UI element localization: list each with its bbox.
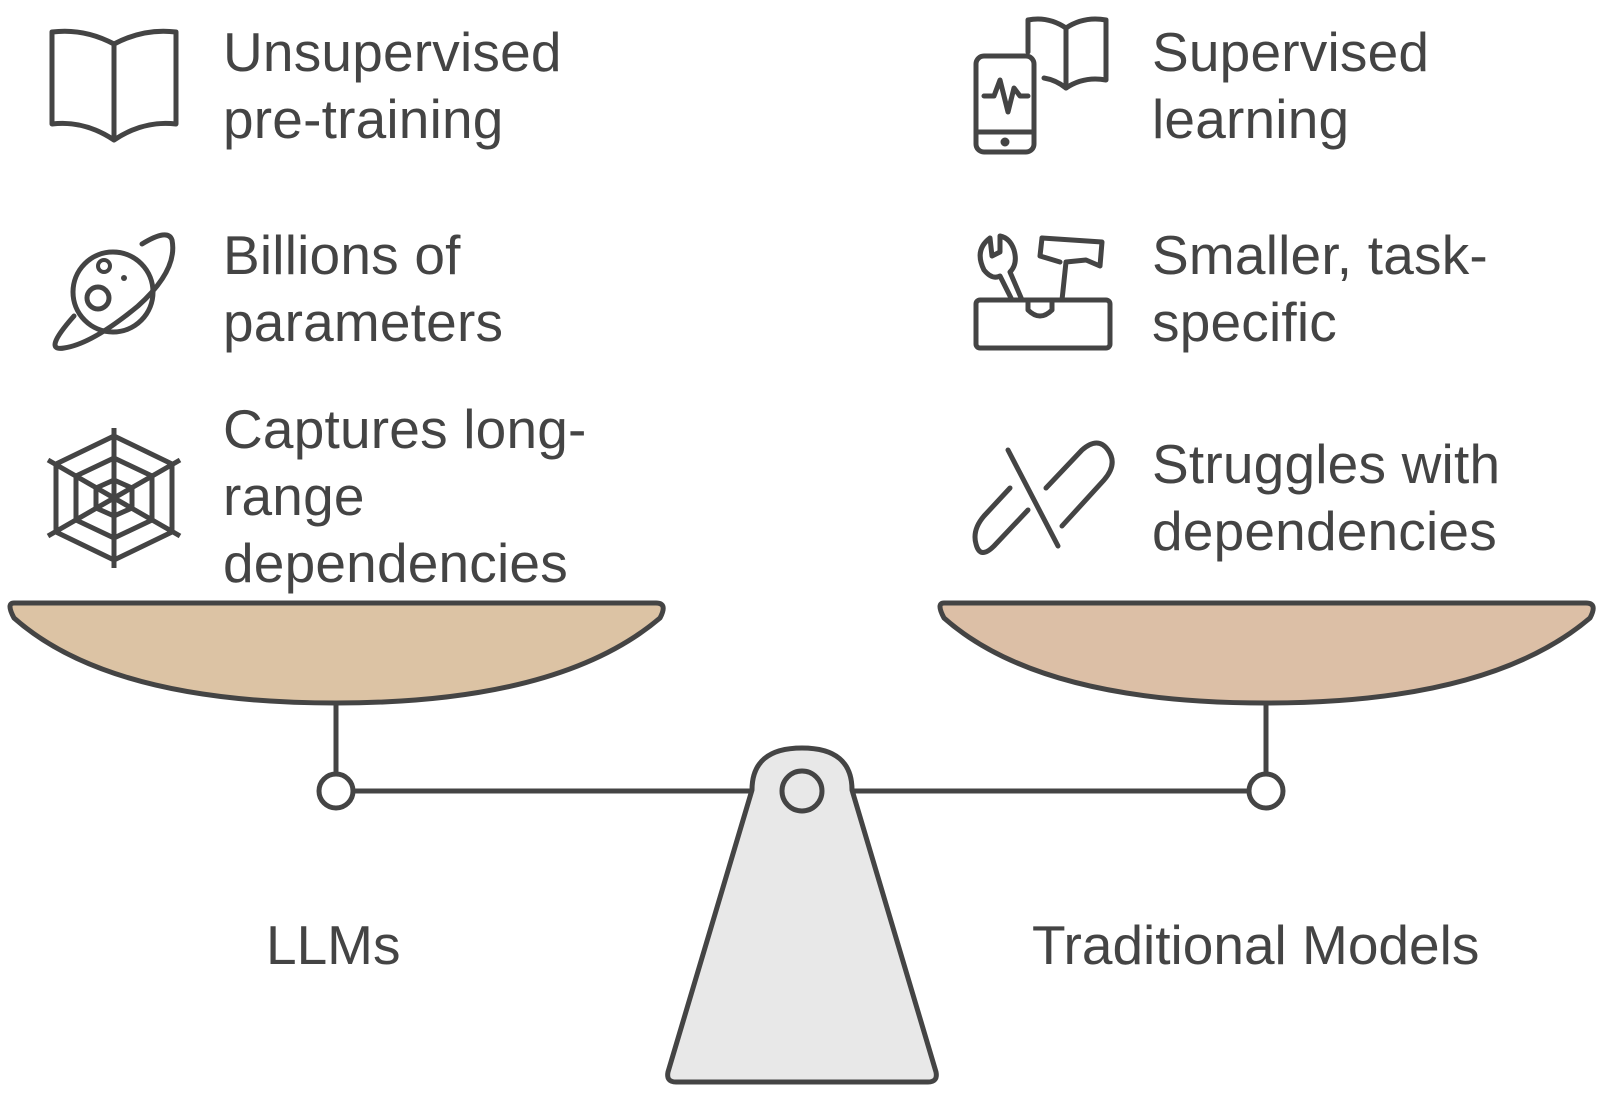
toolbox-icon bbox=[973, 233, 1113, 351]
broken-link-icon bbox=[972, 440, 1115, 555]
phone-and-book-icon bbox=[973, 16, 1109, 155]
right-pivot bbox=[1246, 771, 1286, 811]
planet-icon bbox=[52, 232, 176, 351]
open-book-icon bbox=[49, 28, 179, 143]
left-item-3-label: Captures long- range dependencies bbox=[223, 398, 587, 594]
right-pan bbox=[937, 600, 1596, 706]
fulcrum-pivot bbox=[779, 768, 825, 814]
left-pan bbox=[7, 600, 666, 706]
spider-web-icon bbox=[46, 428, 182, 568]
right-item-2-label: Smaller, task- specific bbox=[1152, 224, 1488, 353]
left-item-1-label: Unsupervised pre-training bbox=[223, 21, 562, 150]
left-side-name: LLMs bbox=[266, 914, 401, 976]
left-item-2-label: Billions of parameters bbox=[223, 224, 504, 353]
right-side-name: Traditional Models bbox=[1032, 914, 1480, 976]
left-pivot bbox=[316, 771, 356, 811]
right-item-3-label: Struggles with dependencies bbox=[1152, 433, 1501, 562]
right-item-1-label: Supervised learning bbox=[1152, 21, 1430, 150]
fulcrum bbox=[665, 745, 939, 1085]
